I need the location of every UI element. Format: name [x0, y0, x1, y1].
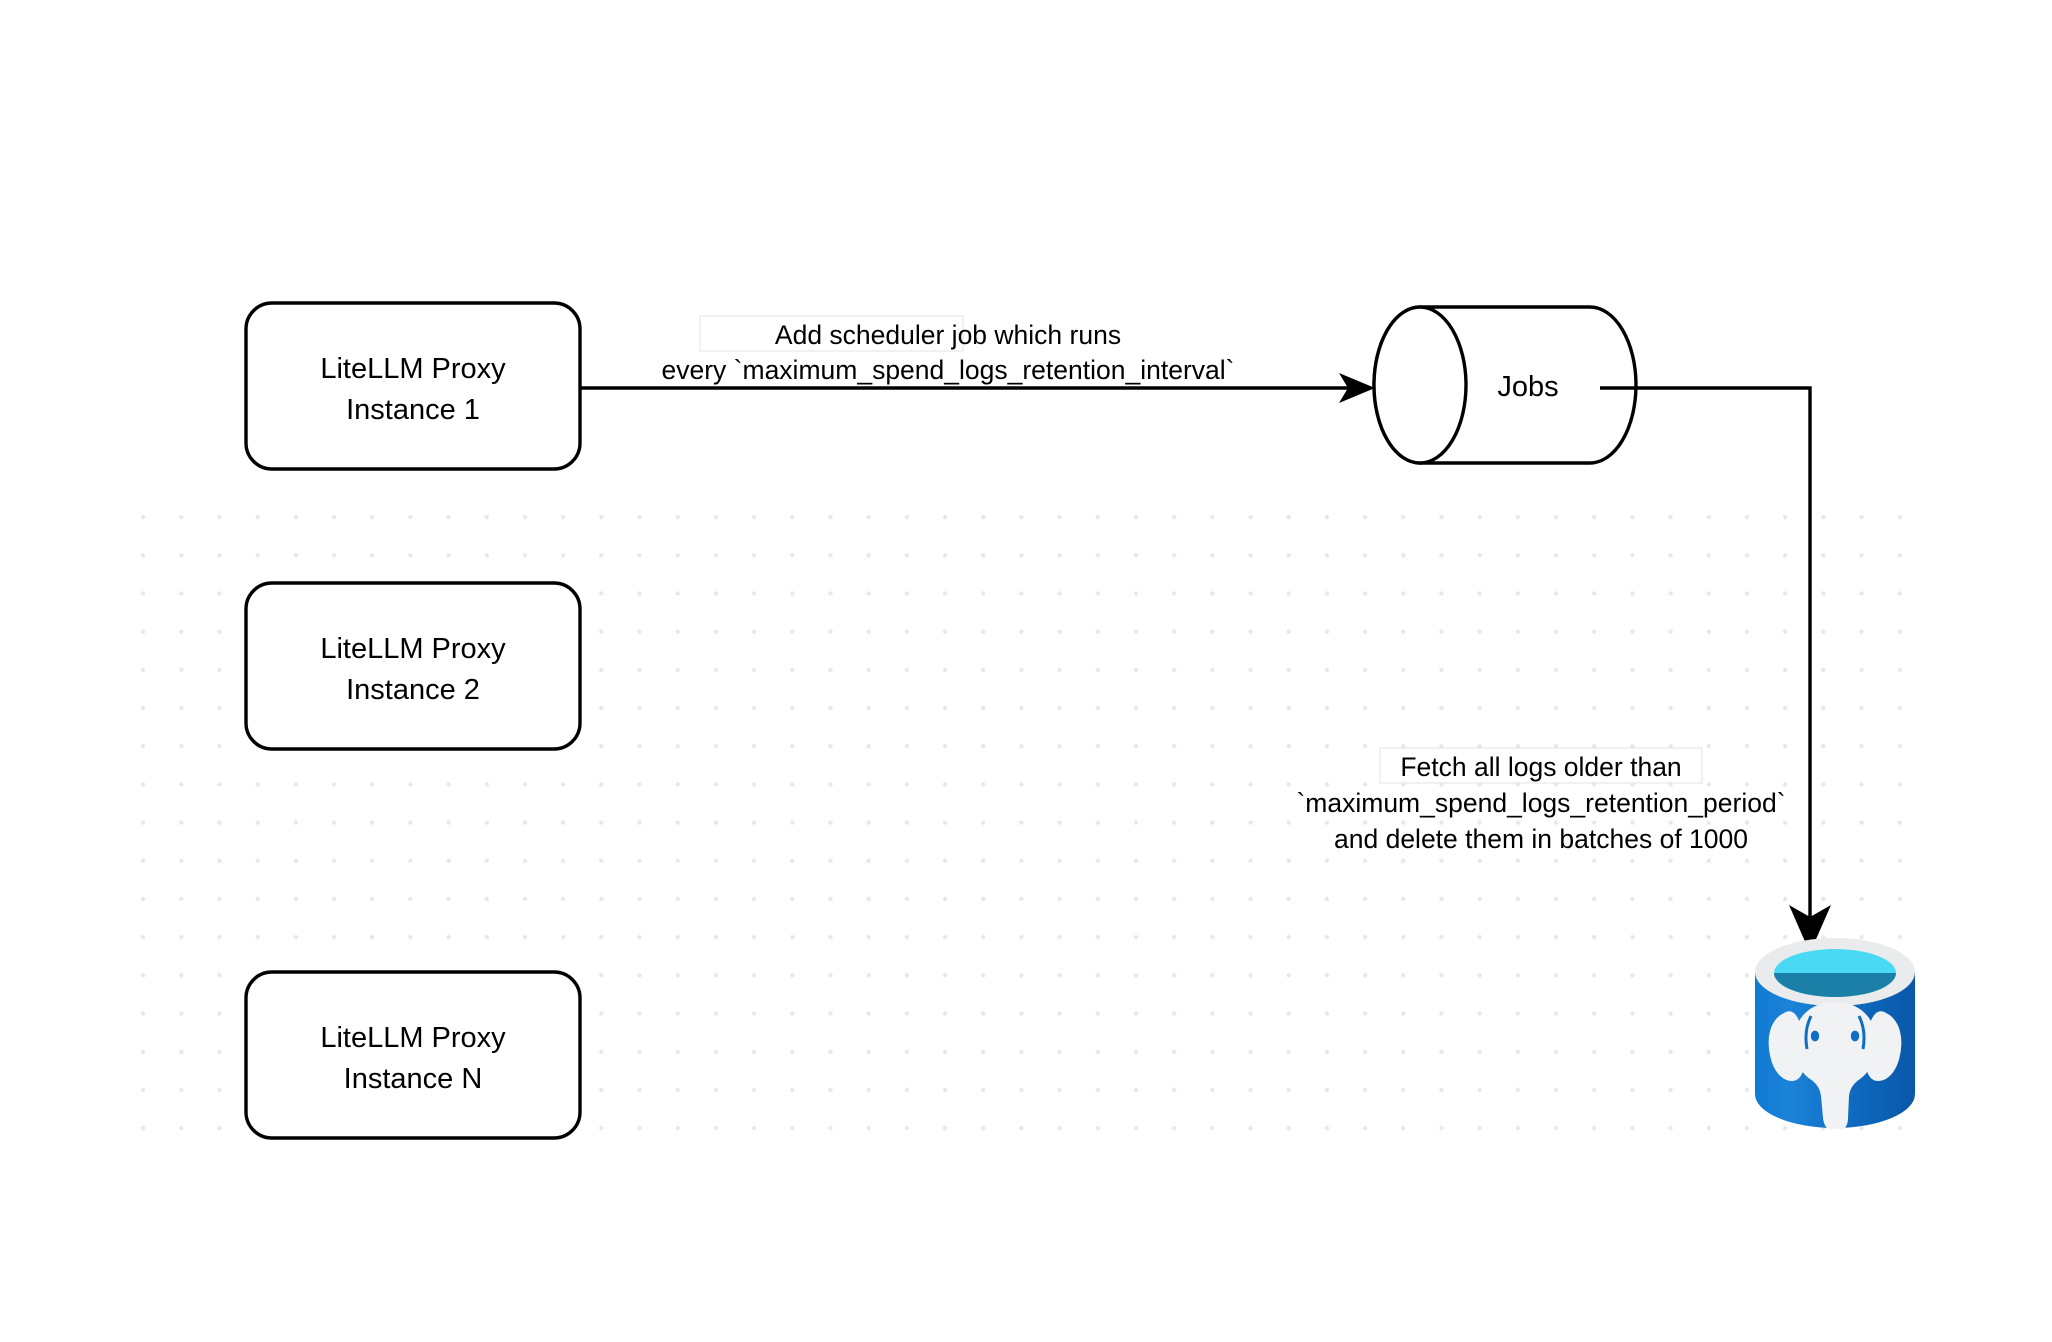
instance-2-label-line1: LiteLLM Proxy — [320, 633, 506, 665]
instance-n-box[interactable] — [244, 970, 582, 1140]
edge-fetch-delete-label-line3: and delete them in batches of 1000 — [1334, 824, 1748, 854]
edge-fetch-delete-label-highlight — [1379, 747, 1703, 784]
node-postgres[interactable] — [1755, 938, 1915, 1132]
edge-fetch-delete-line — [1600, 386, 1812, 925]
edge-scheduler-arrowhead — [1339, 373, 1375, 403]
node-instance-1[interactable]: LiteLLM Proxy Instance 1 — [244, 301, 582, 471]
node-instance-2[interactable]: LiteLLM Proxy Instance 2 — [244, 581, 582, 751]
edge-scheduler: Add scheduler job which runs every `maxi… — [580, 315, 1375, 403]
edge-scheduler-label-line2: every `maximum_spend_logs_retention_inte… — [662, 355, 1235, 385]
instance-n-label-line1: LiteLLM Proxy — [320, 1022, 506, 1054]
instance-2-label-line2: Instance 2 — [346, 674, 480, 706]
instance-1-box[interactable] — [244, 301, 582, 471]
edge-fetch-delete-label-line1: Fetch all logs older than — [1400, 752, 1681, 782]
node-instance-n[interactable]: LiteLLM Proxy Instance N — [244, 970, 582, 1140]
postgres-cylinder-top-inner — [1774, 973, 1896, 997]
instance-n-label-line2: Instance N — [344, 1063, 483, 1095]
instance-1-label-line1: LiteLLM Proxy — [320, 353, 506, 385]
edge-fetch-delete-arrowhead — [1789, 905, 1831, 953]
edge-scheduler-label-highlight — [699, 315, 964, 352]
node-jobs[interactable]: Jobs — [1372, 305, 1638, 465]
edge-fetch-delete-label-line2: `maximum_spend_logs_retention_period` — [1296, 788, 1785, 818]
edge-scheduler-label-line1: Add scheduler job which runs — [775, 320, 1121, 350]
jobs-label: Jobs — [1497, 371, 1558, 403]
instance-1-label-line2: Instance 1 — [346, 394, 480, 426]
jobs-cylinder-cap — [1372, 305, 1468, 465]
instance-2-box[interactable] — [244, 581, 582, 751]
postgresql-elephant-icon — [1768, 1002, 1902, 1129]
edge-fetch-delete: Fetch all logs older than `maximum_spend… — [1296, 386, 1831, 953]
